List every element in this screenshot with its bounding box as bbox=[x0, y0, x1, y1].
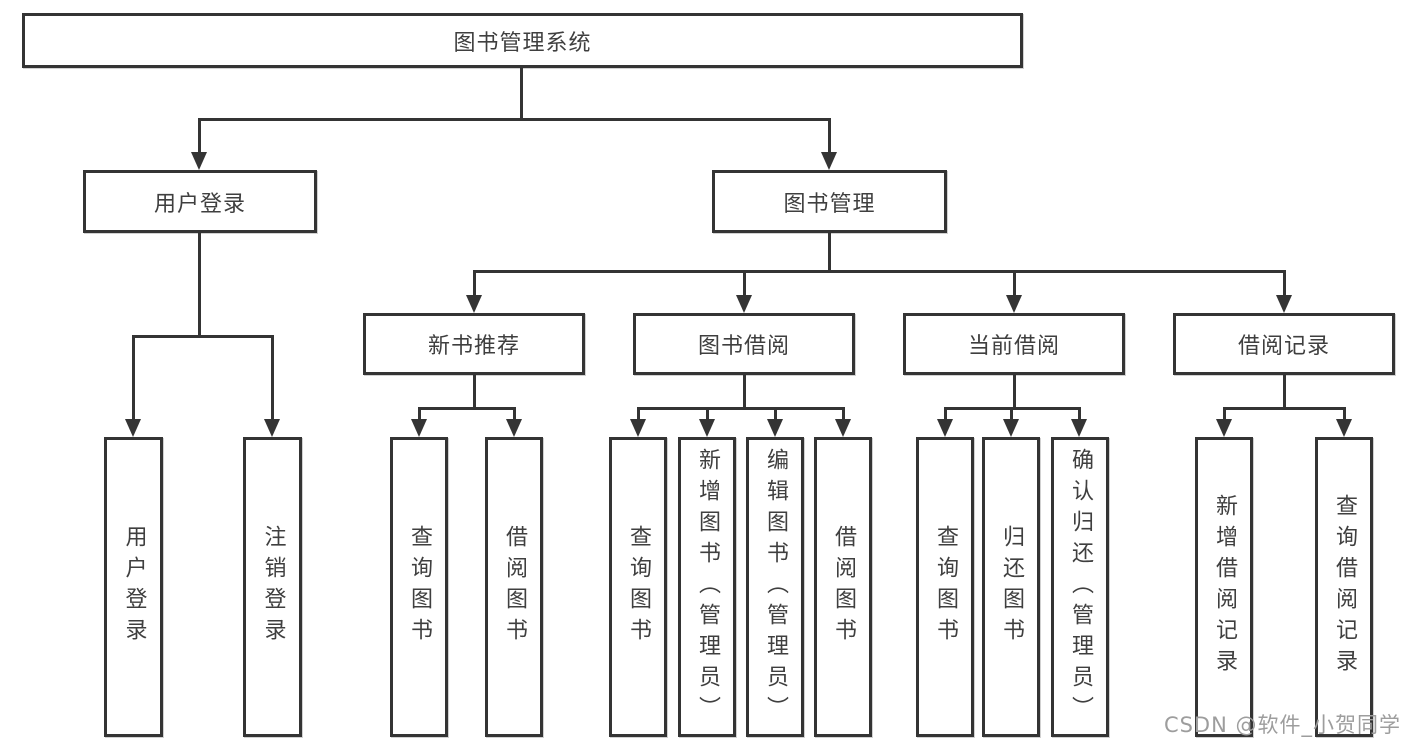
connector-login-branch bbox=[132, 335, 273, 338]
connector-leaf-stem bbox=[842, 407, 845, 419]
connector-to-recommend bbox=[473, 270, 476, 295]
node-label: 借阅记录 bbox=[1237, 334, 1330, 359]
arrow-down-icon bbox=[411, 419, 427, 437]
arrow-down-icon bbox=[125, 419, 141, 437]
connector-to-current bbox=[1013, 270, 1016, 295]
leaf-borrow-books-recommend: 借阅图书 bbox=[485, 437, 543, 737]
leaf-add-borrow-record: 新增借阅记录 bbox=[1195, 437, 1253, 737]
leaf-query-borrow-record: 查询借阅记录 bbox=[1315, 437, 1373, 737]
connector-leaf-stem bbox=[1078, 407, 1081, 419]
arrow-down-icon bbox=[736, 295, 752, 313]
connector-leaf-stem bbox=[1223, 407, 1226, 419]
connector-borrow-stem bbox=[743, 375, 746, 407]
connector-recommend-branch bbox=[418, 407, 515, 410]
connector-login-stem bbox=[198, 233, 201, 335]
connector-leaf-stem bbox=[513, 407, 516, 419]
leaf-label: 用户登录 bbox=[121, 525, 147, 649]
arrow-down-icon bbox=[821, 152, 837, 170]
leaf-label: 借阅图书 bbox=[831, 525, 856, 649]
arrow-down-icon bbox=[699, 419, 715, 437]
connector-level3-branch bbox=[473, 270, 1285, 273]
leaf-user-login: 用户登录 bbox=[104, 437, 163, 737]
connector-to-login-leaf bbox=[132, 335, 135, 419]
arrow-down-icon bbox=[191, 152, 207, 170]
leaf-label: 借阅图书 bbox=[502, 525, 527, 649]
leaf-edit-books-admin: 编辑图书（管理员） bbox=[746, 437, 804, 737]
connector-records-stem bbox=[1283, 375, 1286, 407]
arrow-down-icon bbox=[466, 295, 482, 313]
node-label: 当前借阅 bbox=[967, 334, 1060, 359]
connector-borrow-branch bbox=[637, 407, 845, 410]
leaf-label: 新增借阅记录 bbox=[1212, 494, 1237, 680]
connector-to-user-login bbox=[198, 118, 201, 152]
node-new-book-recommend: 新书推荐 bbox=[363, 313, 585, 375]
node-borrow-records: 借阅记录 bbox=[1173, 313, 1395, 375]
arrow-down-icon bbox=[1003, 419, 1019, 437]
connector-level2-branch bbox=[198, 118, 831, 121]
leaf-label: 确认归还（管理员） bbox=[1068, 447, 1093, 727]
connector-leaf-stem bbox=[1010, 407, 1013, 419]
leaf-logout: 注销登录 bbox=[243, 437, 302, 737]
node-label: 图书管理 bbox=[783, 191, 876, 217]
leaf-add-books-admin: 新增图书（管理员） bbox=[678, 437, 736, 737]
arrow-down-icon bbox=[835, 419, 851, 437]
node-user-login: 用户登录 bbox=[83, 170, 317, 233]
node-label: 用户登录 bbox=[153, 191, 246, 217]
connector-to-logout-leaf bbox=[271, 335, 274, 419]
arrow-down-icon bbox=[630, 419, 646, 437]
connector-leaf-stem bbox=[944, 407, 947, 419]
node-book-management: 图书管理 bbox=[712, 170, 947, 233]
leaf-borrow-books: 借阅图书 bbox=[814, 437, 872, 737]
leaf-label: 查询图书 bbox=[626, 525, 651, 649]
leaf-label: 注销登录 bbox=[260, 525, 286, 649]
connector-leaf-stem bbox=[1343, 407, 1346, 419]
connector-to-records bbox=[1283, 270, 1286, 295]
leaf-label: 查询借阅记录 bbox=[1332, 494, 1357, 680]
leaf-return-books: 归还图书 bbox=[982, 437, 1040, 737]
leaf-label: 查询图书 bbox=[407, 525, 432, 649]
node-current-borrow: 当前借阅 bbox=[903, 313, 1125, 375]
connector-leaf-stem bbox=[774, 407, 777, 419]
arrow-down-icon bbox=[1071, 419, 1087, 437]
arrow-down-icon bbox=[767, 419, 783, 437]
leaf-confirm-return-admin: 确认归还（管理员） bbox=[1051, 437, 1109, 737]
arrow-down-icon bbox=[1276, 295, 1292, 313]
arrow-down-icon bbox=[1216, 419, 1232, 437]
connector-current-stem bbox=[1013, 375, 1016, 407]
leaf-query-books-recommend: 查询图书 bbox=[390, 437, 448, 737]
arrow-down-icon bbox=[1006, 295, 1022, 313]
arrow-down-icon bbox=[506, 419, 522, 437]
connector-recommend-stem bbox=[473, 375, 476, 407]
connector-to-borrow bbox=[743, 270, 746, 295]
node-label: 新书推荐 bbox=[427, 334, 520, 359]
node-root-label: 图书管理系统 bbox=[453, 30, 592, 56]
leaf-query-books-borrow: 查询图书 bbox=[609, 437, 667, 737]
leaf-label: 新增图书（管理员） bbox=[695, 447, 720, 727]
connector-root-stem bbox=[520, 68, 523, 118]
connector-leaf-stem bbox=[418, 407, 421, 419]
arrow-down-icon bbox=[264, 419, 280, 437]
node-label: 图书借阅 bbox=[697, 334, 790, 359]
leaf-label: 查询图书 bbox=[933, 525, 958, 649]
leaf-label: 编辑图书（管理员） bbox=[763, 447, 788, 727]
node-root-system: 图书管理系统 bbox=[22, 13, 1023, 68]
arrow-down-icon bbox=[937, 419, 953, 437]
leaf-query-books-current: 查询图书 bbox=[916, 437, 974, 737]
connector-leaf-stem bbox=[706, 407, 709, 419]
connector-records-branch bbox=[1223, 407, 1345, 410]
connector-to-book-management bbox=[828, 118, 831, 152]
leaf-label: 归还图书 bbox=[999, 525, 1024, 649]
connector-leaf-stem bbox=[637, 407, 640, 419]
connector-management-stem bbox=[828, 232, 831, 270]
arrow-down-icon bbox=[1336, 419, 1352, 437]
node-book-borrow: 图书借阅 bbox=[633, 313, 855, 375]
